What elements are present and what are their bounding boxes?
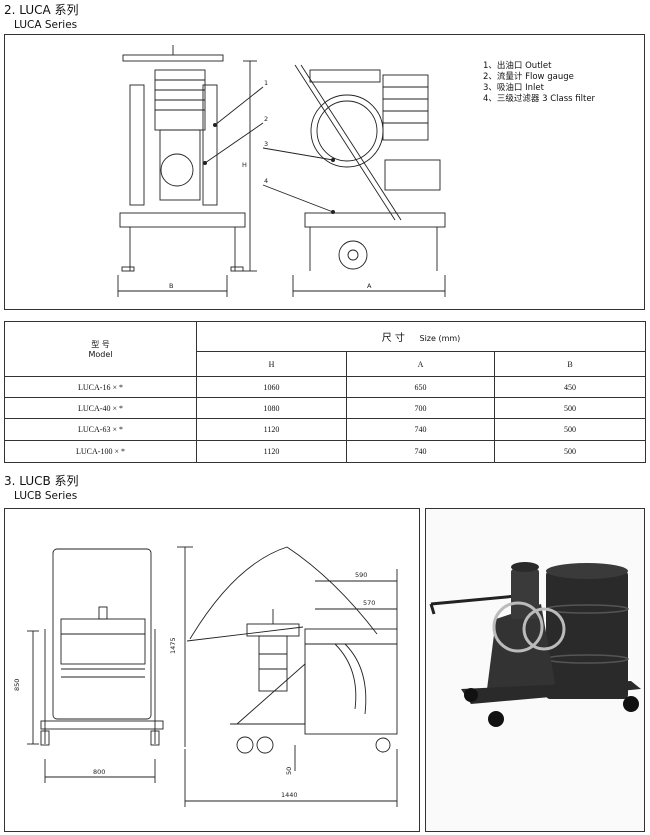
size-header-en: Size (mm): [419, 334, 461, 343]
lucb-photo-base: [461, 681, 641, 704]
column-header-h: H: [196, 351, 347, 377]
a-cell: 700: [346, 397, 495, 419]
luca-callout-2: 2: [264, 115, 268, 123]
lucb-dim-850-label: 850: [13, 679, 21, 691]
lucb-front-frame: [52, 548, 152, 720]
lucb-side-handle: [186, 626, 304, 642]
section-3-title: 3. LUCB 系列: [4, 474, 79, 488]
luca-drawing-panel: 1 2 3 4 H B A 1、出油口 Outlet 2、流量计 Flow ga…: [4, 34, 645, 310]
lucb-dim-1475-label: 1475: [169, 637, 177, 654]
section-3-subtitle: LUCB Series: [14, 490, 78, 502]
luca-front-filter-left: [129, 84, 145, 206]
luca-legend-item-2: 2、流量计 Flow gauge: [483, 72, 574, 82]
lucb-photo-hose: [492, 601, 544, 653]
model-cell: LUCA-63 × *: [4, 418, 197, 441]
luca-callout-3: 3: [264, 140, 268, 148]
table-row: LUCA-16 × * 1060 650 450: [4, 376, 647, 398]
column-header-b: B: [493, 351, 647, 377]
column-header-a: A: [346, 351, 495, 377]
luca-front-handle: [122, 54, 224, 62]
lucb-photo-wheel: [623, 696, 639, 712]
model-header-en: Model: [88, 350, 113, 359]
luca-side-hose: [294, 64, 396, 221]
luca-dim-b-label: B: [169, 282, 173, 290]
luca-spec-table: 型 号 Model 尺 寸 Size (mm) H A B LUCA-16 × …: [4, 321, 647, 463]
lucb-dim-590-label: 590: [355, 571, 367, 579]
luca-side-motor: [382, 74, 429, 141]
b-cell: 500: [493, 440, 647, 463]
b-cell: 500: [493, 397, 647, 419]
lucb-photo-panel: [425, 508, 645, 832]
lucb-front-base: [40, 720, 164, 730]
luca-legend-item-3: 3、吸油口 Inlet: [483, 83, 544, 93]
lucb-photo-drum: [546, 571, 628, 699]
luca-front-base: [119, 212, 246, 228]
luca-dim-h-label: H: [242, 161, 247, 169]
lucb-product-photo: [426, 509, 644, 831]
luca-legend: 1、出油口 Outlet 2、流量计 Flow gauge 3、吸油口 Inle…: [483, 61, 595, 105]
lucb-dim-50-label: 50: [285, 767, 293, 775]
lucb-technical-drawing: 850 800 1475 590 570 50 1440: [13, 546, 398, 807]
lucb-photo-wheel: [464, 688, 478, 702]
luca-legend-item-4: 4、三级过滤器 3 Class filter: [483, 94, 596, 104]
model-header-cell: 型 号 Model: [4, 321, 197, 377]
b-cell: 500: [493, 418, 647, 441]
lucb-side-wheel-left: [236, 736, 254, 754]
a-cell: 650: [346, 376, 495, 398]
a-cell: 740: [346, 418, 495, 441]
table-row: LUCA-63 × * 1120 740 500: [4, 418, 647, 441]
lucb-side-pump: [258, 635, 288, 692]
lucb-side-wheel-mid: [256, 736, 274, 754]
luca-side-wheel: [338, 240, 368, 270]
lucb-side-wheel-right: [375, 737, 391, 753]
luca-dim-a-label: A: [367, 282, 372, 290]
a-cell: 740: [346, 440, 495, 463]
table-row: LUCA-100 × * 1120 740 500: [4, 440, 647, 463]
lucb-front-tank: [60, 618, 146, 665]
h-cell: 1080: [196, 397, 347, 419]
table-row: LUCA-40 × * 1080 700 500: [4, 397, 647, 419]
b-cell: 450: [493, 376, 647, 398]
size-header-cell: 尺 寸 Size (mm): [195, 321, 647, 352]
lucb-side-arc: [189, 546, 288, 640]
luca-side-hose-coil: [310, 94, 384, 168]
luca-technical-drawing: 1 2 3 4 H B A: [117, 45, 446, 297]
lucb-side-frame: [235, 663, 306, 725]
luca-side-base: [304, 212, 446, 228]
lucb-drawing-panel: 850 800 1475 590 570 50 1440: [4, 508, 420, 832]
lucb-dim-1440-label: 1440: [281, 791, 298, 799]
lucb-side-drum: [304, 628, 398, 735]
luca-front-pump: [160, 153, 194, 187]
h-cell: 1060: [196, 376, 347, 398]
size-header-cn: 尺 寸: [381, 333, 405, 344]
h-cell: 1120: [196, 418, 347, 441]
model-cell: LUCA-40 × *: [4, 397, 197, 419]
luca-callout-4: 4: [264, 177, 268, 185]
luca-side-handle: [309, 69, 381, 83]
h-cell: 1120: [196, 440, 347, 463]
luca-callout-1: 1: [264, 79, 268, 87]
lucb-dim-800-label: 800: [93, 768, 105, 776]
luca-legend-item-1: 1、出油口 Outlet: [483, 61, 552, 71]
model-cell: LUCA-16 × *: [4, 376, 197, 398]
model-cell: LUCA-100 × *: [4, 440, 197, 463]
lucb-photo-wheel: [488, 711, 504, 727]
luca-front-filter-right: [202, 84, 218, 206]
lucb-dim-570-label: 570: [363, 599, 375, 607]
section-2-title: 2. LUCA 系列: [4, 3, 79, 17]
model-header-cn: 型 号: [91, 340, 110, 349]
lucb-side-filter-top: [246, 623, 300, 637]
section-2-subtitle: LUCA Series: [14, 19, 78, 31]
